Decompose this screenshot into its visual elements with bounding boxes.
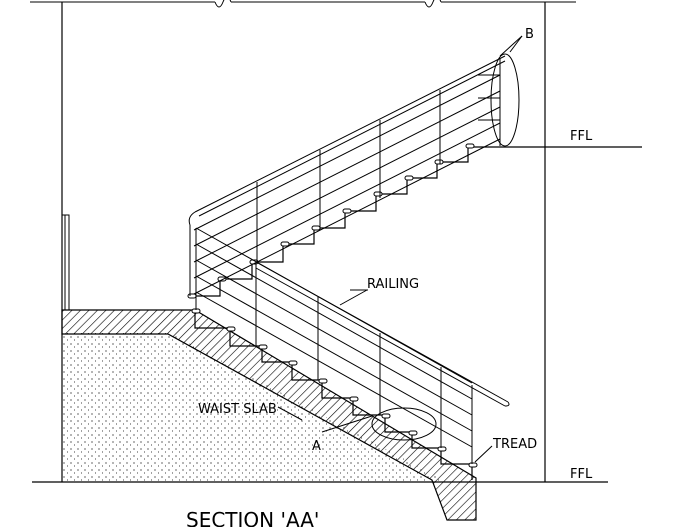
tread-label: TREAD	[492, 437, 537, 452]
waist-slab	[61, 309, 477, 521]
ffl-top-label: FFL	[570, 129, 593, 144]
upper-railing	[188, 55, 506, 296]
sub-soil-fill	[62, 333, 447, 482]
section-title: SECTION 'AA'	[186, 508, 319, 527]
detail-a-label: A	[312, 439, 321, 454]
railing-label: RAILING	[367, 277, 419, 292]
ffl-bottom-label: FFL	[570, 467, 593, 482]
landing-railing	[61, 214, 70, 311]
lower-railing	[195, 227, 510, 464]
detail-b-callout-ellipse	[490, 53, 520, 147]
lower-flight-nosings	[191, 308, 478, 468]
leader-lines	[277, 35, 523, 463]
lower-flight-steps	[194, 310, 473, 480]
detail-b-label: B	[525, 27, 534, 42]
detail-a-callout-ellipse	[371, 407, 437, 441]
upper-flight-steps	[190, 146, 469, 297]
top-break-line	[30, 0, 576, 8]
waist-slab-label: WAIST SLAB	[198, 402, 277, 417]
